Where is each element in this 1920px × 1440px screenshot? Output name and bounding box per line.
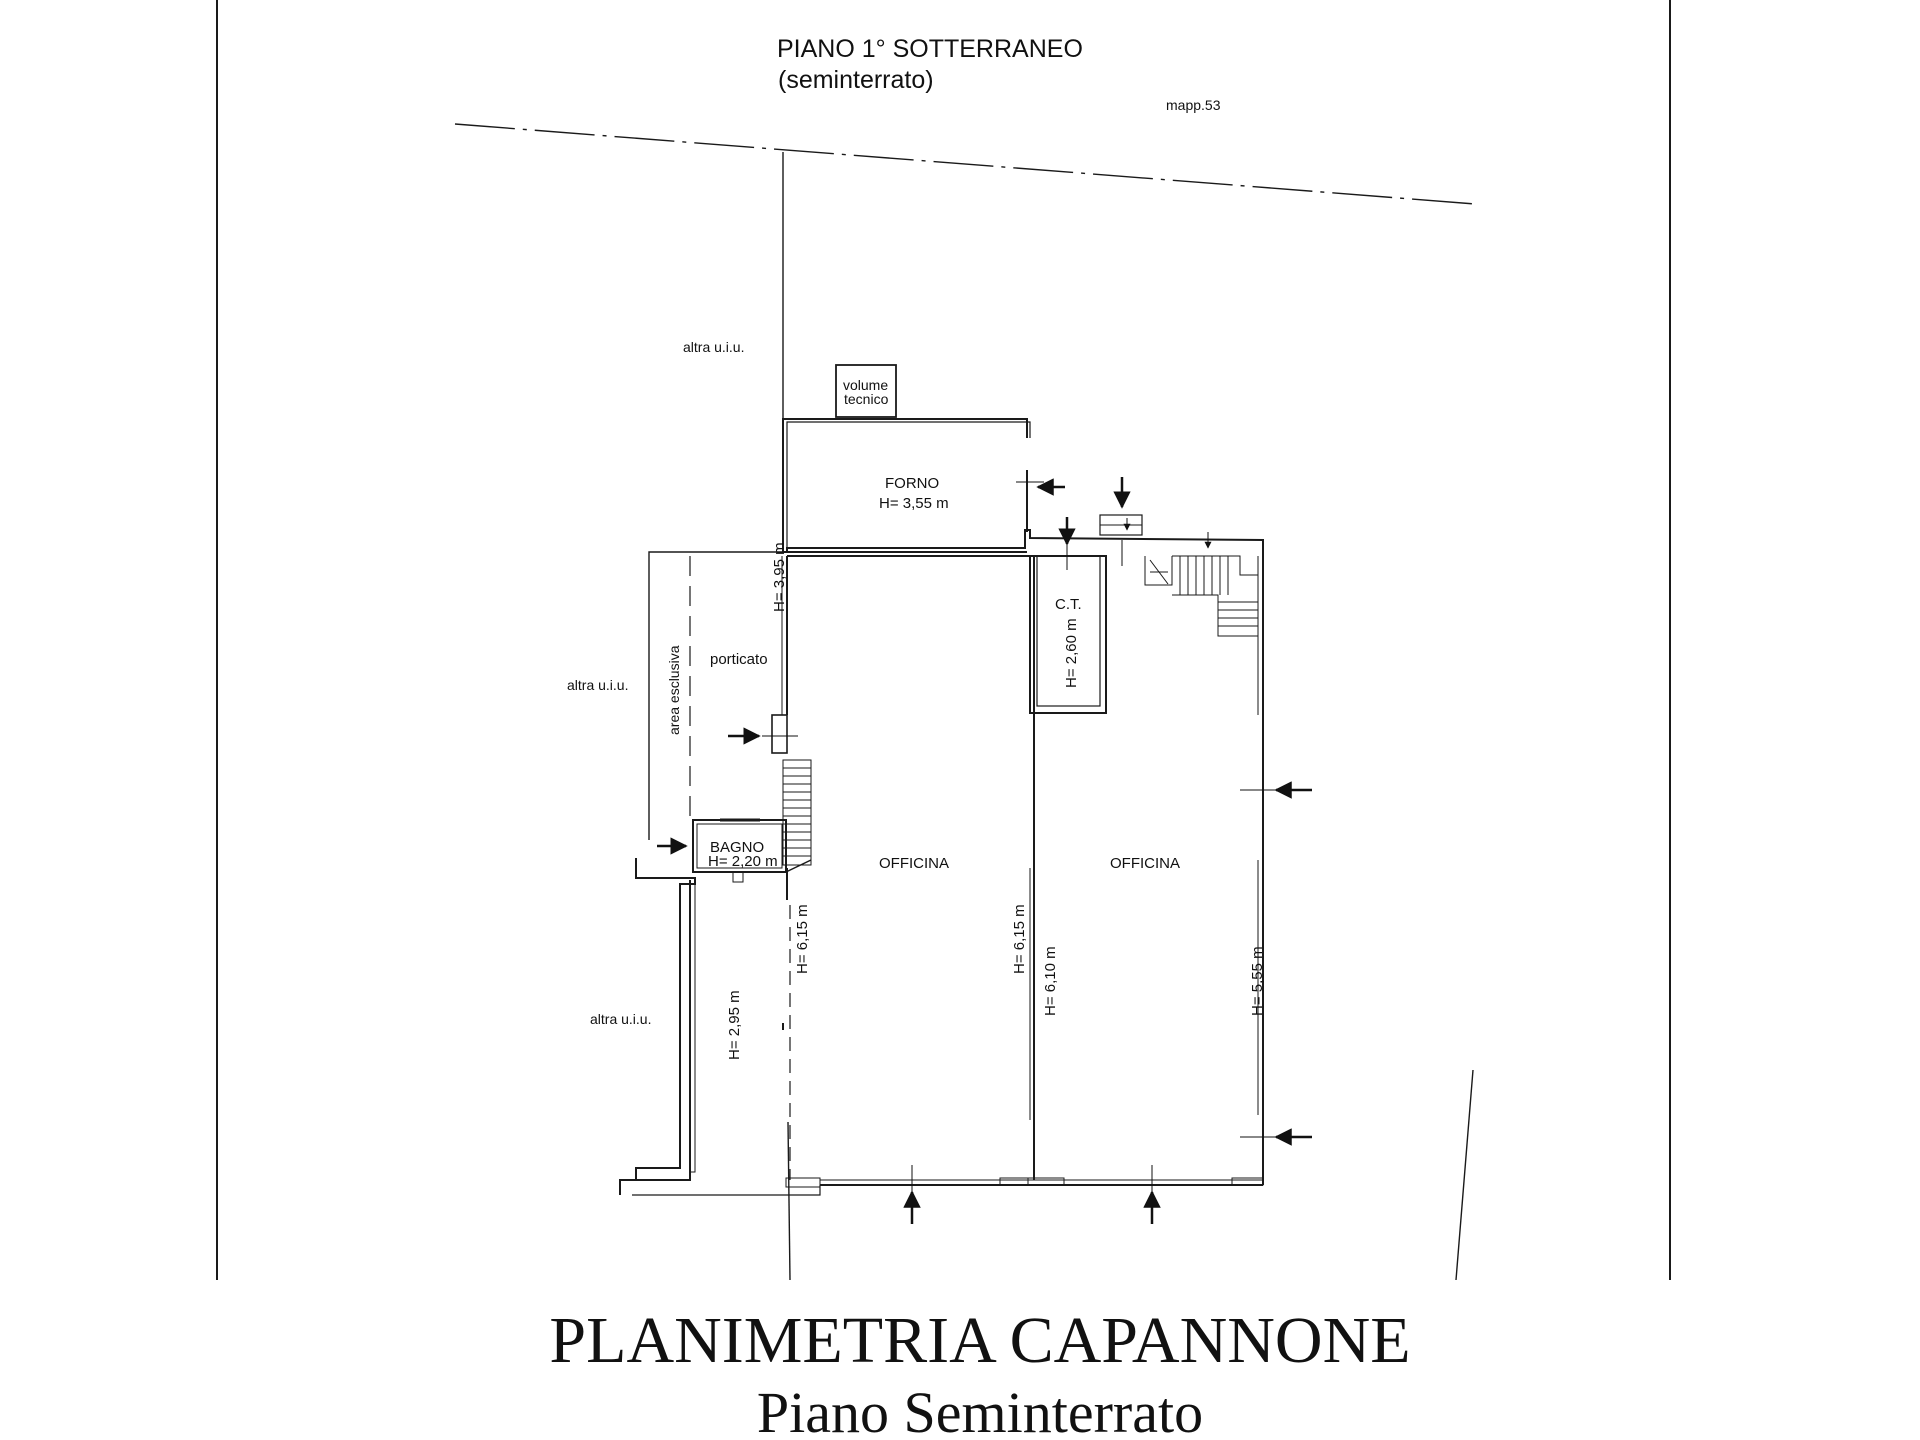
ct-label: C.T. (1055, 596, 1082, 613)
ct-height: H= 2,60 m (1063, 618, 1080, 688)
bagno-label: BAGNO (710, 839, 764, 856)
height-295: H= 2,95 m (726, 990, 743, 1060)
room-forno (782, 418, 1031, 553)
neighbor-label-top: altra u.i.u. (683, 339, 744, 355)
forno-label: FORNO (885, 475, 939, 492)
bagno-height: H= 2,20 m (708, 853, 778, 870)
volume-tecnico-label-2: tecnico (844, 391, 889, 407)
sheet-frame (216, 0, 1671, 1280)
height-555: H= 5,55 m (1249, 946, 1266, 1016)
volume-tecnico (835, 364, 897, 418)
plan-title: PLANIMETRIA CAPANNONE (549, 1304, 1410, 1377)
neighbor-label-middle: altra u.i.u. (567, 677, 628, 693)
entrance-arrows (657, 477, 1312, 1224)
main-walls (781, 529, 1264, 1188)
volume-tecnico-label-1: volume (843, 377, 888, 393)
officina-left-label: OFFICINA (879, 855, 949, 872)
porticato-label: porticato (710, 651, 768, 668)
boundary-lines (454, 123, 1476, 1281)
floor-sublabel: (seminterrato) (778, 66, 934, 94)
height-610: H= 6,10 m (1042, 946, 1059, 1016)
parcel-label: mapp.53 (1166, 97, 1221, 113)
neighbor-walls-left (619, 858, 821, 1196)
height-615-left: H= 6,15 m (794, 904, 811, 974)
forno-height: H= 3,55 m (879, 495, 949, 512)
height-615-mid: H= 6,15 m (1011, 904, 1028, 974)
room-bagno (692, 818, 812, 883)
staircase-right (1099, 514, 1259, 637)
area-esclusiva-label: area esclusiva (666, 645, 682, 735)
officina-right-label: OFFICINA (1110, 855, 1180, 872)
floor-label: PIANO 1° SOTTERRANEO (777, 35, 1083, 63)
plan-subtitle: Piano Seminterrato (757, 1380, 1203, 1440)
porticato-area (648, 551, 812, 866)
neighbor-label-bottom: altra u.i.u. (590, 1011, 651, 1027)
height-395: H= 3,95 m (771, 542, 788, 612)
room-ct (1029, 555, 1107, 714)
